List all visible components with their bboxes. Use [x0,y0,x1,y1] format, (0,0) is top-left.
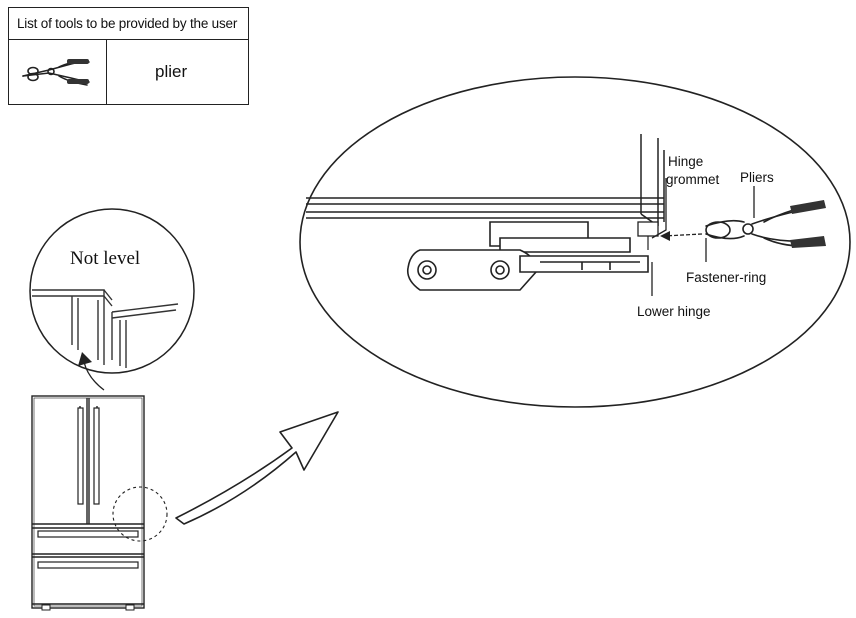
hinge-grommet-leader [651,178,667,239]
tools-table-header: List of tools to be provided by the user [9,8,248,40]
not-level-label: Not level [70,248,140,269]
hinge-magnifier: Hinge grommet Pliers Fastener-ring Lower… [299,76,851,408]
refrigerator [31,395,168,611]
fastener-ring-label: Fastener-ring [686,270,766,285]
hinge-grommet-label-line1: Hinge [668,154,703,169]
zoom-arrow [175,411,339,525]
pliers-label: Pliers [740,170,774,185]
tool-name: plier [155,62,188,81]
tool-icon-cell [9,40,107,104]
uneven-doors-sketch [32,289,179,368]
not-level-magnifier: Not level [29,208,195,391]
tools-table: List of tools to be provided by the user… [8,7,249,105]
lower-hinge [406,221,649,291]
lower-hinge-label: Lower hinge [637,304,711,319]
door-edge [306,134,665,227]
plier-icon [22,59,90,86]
hinge-grommet [637,221,659,237]
hinge-grommet-label-line2: grommet [666,172,720,187]
